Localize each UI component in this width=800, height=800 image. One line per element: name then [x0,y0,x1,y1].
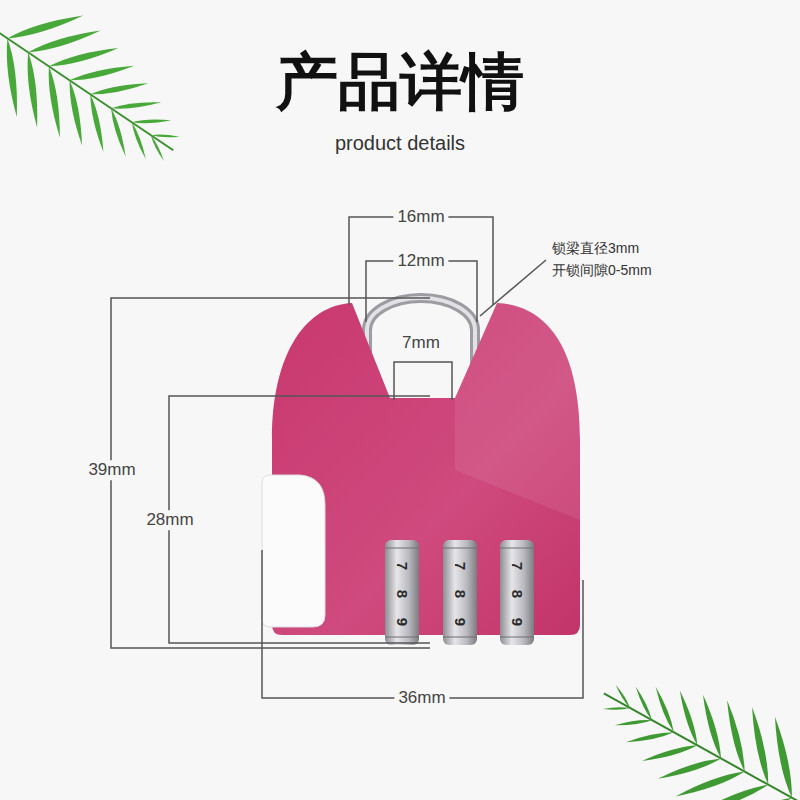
subtitle: product details [335,132,465,155]
palm-leaf [572,636,800,800]
dimension-line [111,217,583,698]
note-text: 锁梁直径3mm [552,240,639,256]
dial-digit: 8 [508,590,525,598]
shackle [367,298,475,380]
dial-digit: 8 [393,590,410,598]
dial-digit: 9 [451,618,468,626]
dimension-label: 36mm [394,688,449,708]
dial-digit: 9 [508,618,525,626]
dial-digit: 9 [393,618,410,626]
dimension-label: 7mm [398,333,444,353]
dial-digit: 7 [451,562,468,570]
page-title: 产品详情 [276,46,524,117]
body-highlight [455,303,580,520]
dial-digit: 7 [508,562,525,570]
dimension-label: 28mm [142,510,197,530]
dimension-label: 12mm [393,251,448,271]
combination-dial [385,540,534,645]
release-button [262,475,325,627]
note-text: 开锁间隙0-5mm [552,262,652,278]
dimension-label: 16mm [393,207,448,227]
palm-leaf [0,0,209,202]
dial-digit: 7 [393,562,410,570]
dimension-label: 39mm [84,460,139,480]
dial-digit: 8 [451,590,468,598]
